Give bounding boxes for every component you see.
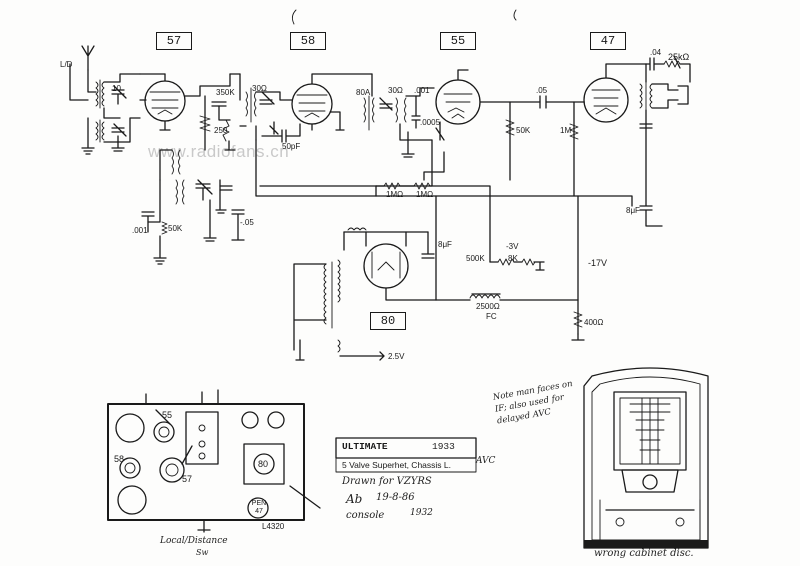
title-year: 1933 [432,441,455,452]
title-console-year: 1932 [410,508,433,518]
chassis-tube-57: 57 [182,474,193,484]
label-c-8uf-b: 8μF [438,240,452,249]
label-r-osc-50k: 50K [168,224,183,233]
label-if-trans2: 30Ω [388,86,403,95]
antenna-icon [81,45,95,71]
tube-58-symbol [291,73,373,125]
label-if-grid-r: 350K [216,88,235,97]
tube-label-55: 55 [440,32,476,50]
aerial-coil [95,79,105,109]
title-avc: AVC [476,456,496,466]
switch-sublabel: Sw [196,548,209,557]
title-initials: Ab [346,492,363,506]
label-r-50k: 50K [516,126,531,135]
label-c-0005: .0005 [420,118,441,127]
chassis-pen-label: PEN 47 [251,500,267,515]
label-field-coil: 2500Ω [476,302,500,311]
label-r-500k: 500K [466,254,485,263]
chassis-layout [107,389,321,533]
title-console: console [346,510,385,521]
label-58cathode-r: 250 [214,126,228,135]
title-block: ULTIMATE 1933 5 Valve Superhet, Chassis … [336,438,495,528]
label-r-400: 400Ω [584,318,604,327]
label-v-minus3: -3V [506,242,519,251]
tube-80-symbol [363,243,409,289]
chassis-tube-55: 55 [162,410,173,420]
label-c-001: .001 [414,86,430,95]
tube-label-58: 58 [290,32,326,50]
label-r-1meg-a: 1MΩ [386,190,404,199]
cabinet-caption: wrong cabinet disc. [594,548,694,559]
label-r-1meg-b: 1MΩ [416,190,434,199]
label-c-antenna: 10 [112,84,121,93]
watermark: www.radiofans.cn [148,142,290,161]
tube-label-80: 80 [370,312,406,330]
label-if-trans1: 30Ω [252,84,267,93]
label-c-tone: .04 [650,48,662,57]
tube-label-47: 47 [590,32,626,50]
label-field-coil-tag: FC [486,312,497,321]
title-description: 5 Valve Superhet, Chassis L. [342,460,451,470]
title-block-frame [335,437,477,473]
label-r-47grid: 1M [560,126,572,135]
label-v-minus17: -17V [588,258,608,268]
label-c-osc-05: -.05 [240,218,254,227]
label-55-input-c: 80A [356,88,371,97]
chassis-tube-80: 80 [258,459,269,469]
chassis-tube-58: 58 [114,454,125,464]
label-c-coupling-05: .05 [536,86,548,95]
label-r-8k: 8K [508,254,518,263]
switch-label: Local/Distance [160,536,228,546]
tube-57-symbol [144,73,186,122]
chassis-number: L4320 [262,522,285,531]
title-drawn-for: Drawn for VZYRS [342,476,432,487]
tube-47-symbol [583,63,647,123]
label-heater: 2.5V [388,352,405,361]
label-c-8uf-a: 8μF [626,206,640,215]
label-58-coupling-c: 50pF [282,142,301,151]
label-r-tone: 25kΩ [668,52,690,62]
title-date: 19-8-86 [376,492,415,503]
cabinet-sketch [583,367,709,549]
tube-label-57: 57 [156,32,192,50]
tube-55-symbol [435,69,481,125]
label-c-osc-001: .001 [132,226,148,235]
title-brand: ULTIMATE [342,441,388,452]
label-aerial-switch: L/D [60,60,73,69]
